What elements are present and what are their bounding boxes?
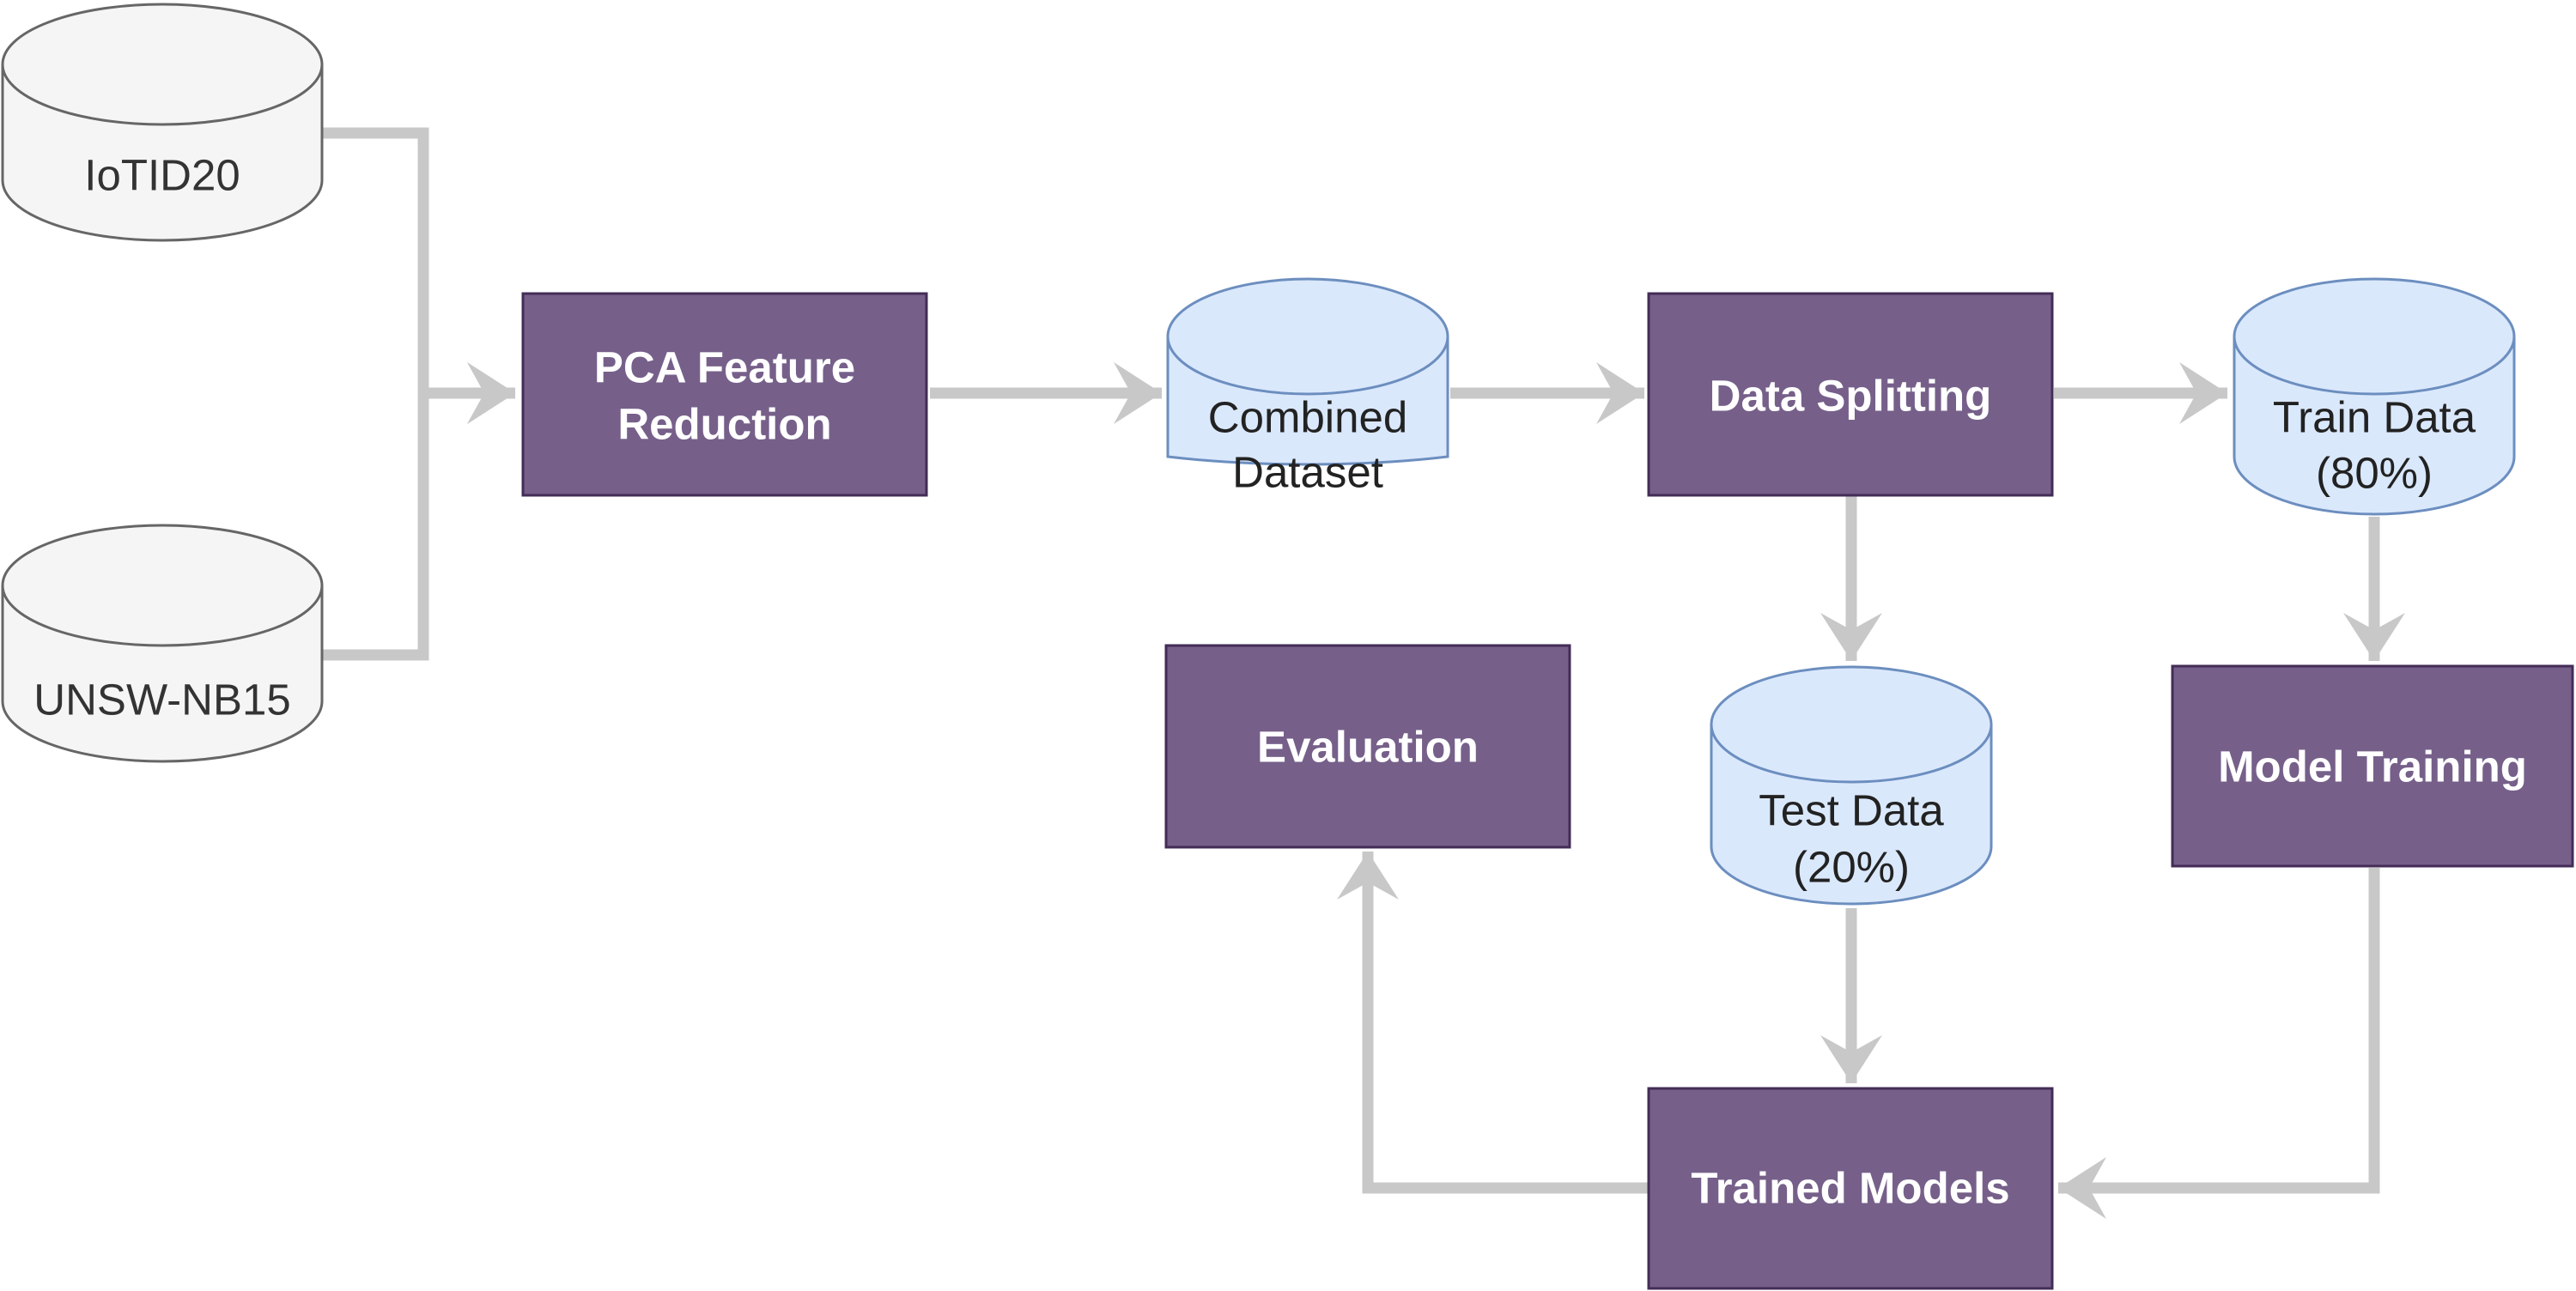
unsw-nb15-label: UNSW-NB15 [33,676,290,724]
model-training-rect [2171,664,2574,868]
data-splitting-rect [1647,292,2054,497]
train-cylinder-top [2233,277,2516,396]
iotid20-label: IoTID20 [84,151,240,200]
trained-models-box: Trained Models [1647,1087,2054,1290]
data-splitting-label: Data Splitting [1710,372,1992,421]
combined-label-line-1: Combined [1208,393,1407,442]
evaluation-label: Evaluation [1257,723,1479,772]
connector-unsw-to-pca [323,362,515,661]
combined-cylinder-top [1166,277,1449,396]
iotid20-cylinder: IoTID20 [1,3,324,242]
data-splitting-box: Data Splitting [1647,292,2054,497]
pca-feature-reduction-box: PCA Feature Reduction [521,292,928,497]
unsw-nb15-cylinder: UNSW-NB15 [1,524,324,763]
trained-models-rect [1647,1087,2054,1290]
evaluation-rect [1164,644,1571,849]
train-data-label-line-2: (80%) [2316,449,2433,498]
unsw-nb15-cylinder-top [1,524,324,647]
connector-trained-models-to-evaluation [1337,852,1649,1194]
combined-label-line-2: Dataset [1232,448,1383,497]
test-data-label-line-1: Test Data [1759,786,1944,835]
trained-models-label: Trained Models [1691,1164,2009,1213]
test-cylinder-top [1710,665,1993,784]
test-data-label-line-2: (20%) [1793,843,1910,892]
pca-label-line-1: PCA Feature [594,343,855,392]
pca-box-rect [521,292,928,497]
connector-iotid20-to-pca [323,127,515,424]
train-data-label-line-1: Train Data [2273,393,2476,442]
pca-label-line-2: Reduction [617,400,831,449]
combined-dataset-cylinder: Combined Dataset [1166,277,1449,497]
connector-model-training-to-trained-models [2058,868,2380,1219]
evaluation-box: Evaluation [1164,644,1571,849]
train-data-cylinder: Train Data (80%) [2233,277,2516,516]
model-training-label: Model Training [2218,742,2527,791]
model-training-box: Model Training [2171,664,2574,868]
test-data-cylinder: Test Data (20%) [1710,665,1993,906]
iotid20-cylinder-top [1,3,324,126]
